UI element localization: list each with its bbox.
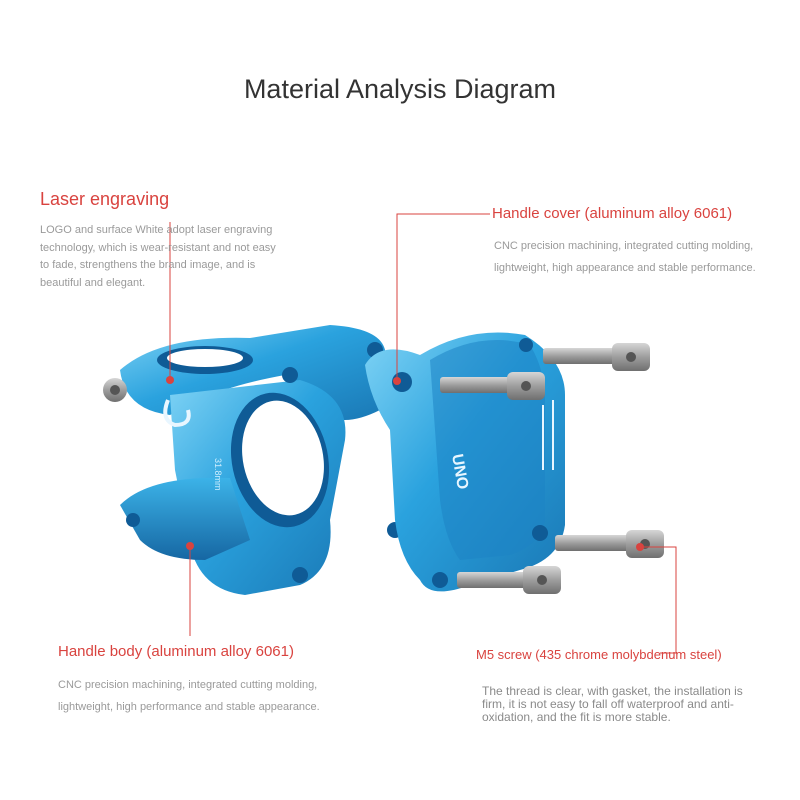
page-title: Material Analysis Diagram xyxy=(243,74,557,104)
handle-cover-description: CNC precision machining, integrated cutt… xyxy=(494,240,756,274)
handle-body-heading: Handle body (aluminum alloy 6061) xyxy=(58,643,294,660)
engraved-spec-text: 31.8mm xyxy=(213,458,223,491)
screws xyxy=(440,343,664,594)
screw-leader xyxy=(640,546,677,654)
laser-engraving-description: LOGO and surface White adopt laser engra… xyxy=(40,224,276,289)
m5-screw-heading: M5 screw (435 chrome molybdenum steel) xyxy=(476,647,722,662)
cover-dot xyxy=(393,377,401,385)
handle-body-description: CNC precision machining, integrated cutt… xyxy=(58,679,320,713)
cover-leader xyxy=(396,213,490,378)
laser-dot xyxy=(166,376,174,384)
screw-2 xyxy=(440,372,545,400)
handle-cover-heading: Handle cover (aluminum alloy 6061) xyxy=(492,205,733,222)
handle-cover: UNO xyxy=(365,332,565,592)
m5-screw-description: The thread is clear, with gasket, the in… xyxy=(482,684,743,724)
callout-lines xyxy=(169,213,677,654)
screw-4 xyxy=(457,566,561,594)
cover-brand-text: UNO xyxy=(448,453,471,491)
screw-dot xyxy=(636,543,644,551)
screw-3 xyxy=(555,530,664,558)
handle-body xyxy=(103,325,403,595)
screw-1 xyxy=(543,343,650,371)
body-dot xyxy=(186,542,194,550)
laser-engraving-heading: Laser engraving xyxy=(40,189,170,209)
